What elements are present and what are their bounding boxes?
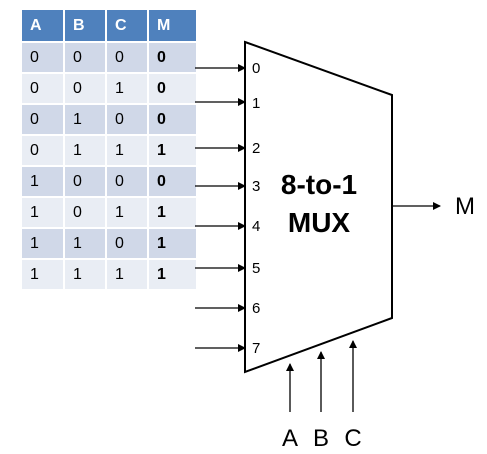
table-cell: 0 bbox=[22, 42, 65, 74]
table-cell: 0 bbox=[22, 104, 65, 136]
input-label-5: 5 bbox=[252, 260, 260, 277]
table-cell: 1 bbox=[64, 135, 107, 167]
output-cell: 0 bbox=[148, 42, 196, 74]
table-header-row: A B C M bbox=[22, 10, 196, 43]
output-cell: 0 bbox=[148, 73, 196, 105]
table-row: 0 1 1 1 bbox=[22, 135, 196, 167]
table-cell: 1 bbox=[22, 259, 65, 291]
table-cell: 0 bbox=[106, 42, 149, 74]
output-cell: 1 bbox=[148, 135, 196, 167]
input-label-3: 3 bbox=[252, 178, 260, 195]
header-cell-b: B bbox=[64, 10, 107, 43]
select-labels: A B C bbox=[282, 425, 362, 452]
input-arrows bbox=[195, 64, 246, 352]
table-cell: 0 bbox=[22, 73, 65, 105]
table-cell: 0 bbox=[64, 197, 107, 229]
table-cell: 0 bbox=[22, 135, 65, 167]
table-row: 0 1 0 0 bbox=[22, 104, 196, 136]
select-label-c: C bbox=[344, 425, 361, 452]
table-cell: 1 bbox=[106, 197, 149, 229]
select-arrows bbox=[286, 340, 357, 412]
output-cell: 1 bbox=[148, 259, 196, 291]
table-cell: 1 bbox=[22, 197, 65, 229]
input-label-7: 7 bbox=[252, 340, 260, 357]
truth-table: A B C M 0 0 0 0 0 0 1 0 0 1 0 0 0 1 1 1 bbox=[22, 10, 196, 291]
input-label-6: 6 bbox=[252, 300, 260, 317]
input-label-2: 2 bbox=[252, 140, 260, 157]
table-cell: 0 bbox=[106, 166, 149, 198]
table-row: 1 0 0 0 bbox=[22, 166, 196, 198]
table-cell: 1 bbox=[106, 259, 149, 291]
input-labels: 0 1 2 3 4 5 6 7 bbox=[252, 60, 260, 357]
select-label-a: A bbox=[282, 425, 298, 452]
table-cell: 1 bbox=[22, 166, 65, 198]
input-label-4: 4 bbox=[252, 218, 260, 235]
mux-label-line1: 8-to-1 bbox=[281, 169, 357, 200]
header-cell-a: A bbox=[22, 10, 65, 43]
table-row: 1 0 1 1 bbox=[22, 197, 196, 229]
input-label-0: 0 bbox=[252, 60, 260, 77]
output-label: M bbox=[455, 193, 475, 220]
output-cell: 0 bbox=[148, 104, 196, 136]
table-cell: 1 bbox=[64, 259, 107, 291]
table-row: 0 0 1 0 bbox=[22, 73, 196, 105]
mux-body bbox=[244, 40, 393, 374]
table-cell: 1 bbox=[64, 228, 107, 260]
table-cell: 1 bbox=[64, 104, 107, 136]
output-cell: 0 bbox=[148, 166, 196, 198]
table-cell: 1 bbox=[22, 228, 65, 260]
table-cell: 1 bbox=[106, 135, 149, 167]
mux-label-line2: MUX bbox=[288, 207, 351, 238]
table-cell: 0 bbox=[106, 104, 149, 136]
table-cell: 0 bbox=[64, 42, 107, 74]
table-row: 1 1 1 1 bbox=[22, 259, 196, 291]
header-cell-m: M bbox=[148, 10, 196, 43]
table-row: 0 0 0 0 bbox=[22, 42, 196, 74]
table-row: 1 1 0 1 bbox=[22, 228, 196, 260]
table-cell: 0 bbox=[106, 228, 149, 260]
table-cell: 0 bbox=[64, 166, 107, 198]
table-cell: 1 bbox=[106, 73, 149, 105]
header-cell-c: C bbox=[106, 10, 149, 43]
output-cell: 1 bbox=[148, 197, 196, 229]
input-label-1: 1 bbox=[252, 95, 260, 112]
select-label-b: B bbox=[313, 425, 329, 452]
table-cell: 0 bbox=[64, 73, 107, 105]
output-cell: 1 bbox=[148, 228, 196, 260]
